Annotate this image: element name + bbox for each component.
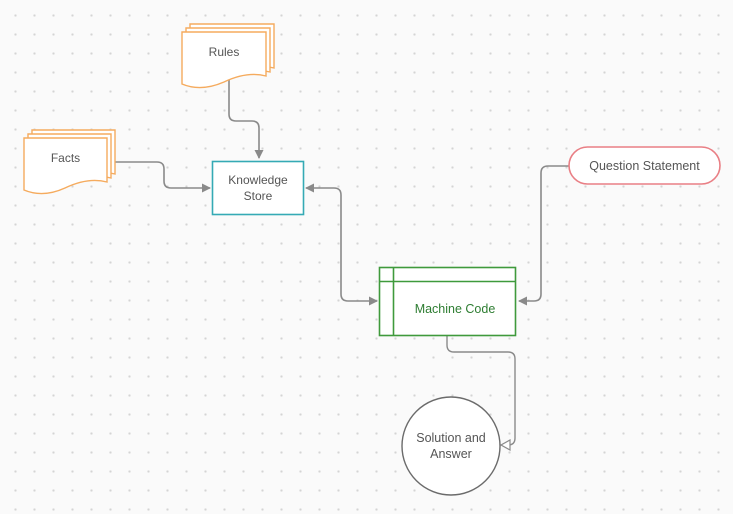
facts-document-node[interactable] xyxy=(23,129,116,195)
connector-machine-code-to-solution[interactable] xyxy=(446,336,516,445)
rules-label: Rules xyxy=(208,45,240,59)
solution-label: Solution and Answer xyxy=(416,431,486,461)
connector-question-to-machine-code[interactable] xyxy=(518,165,569,306)
machine-code-label: Machine Code xyxy=(414,302,496,316)
connector-facts-to-knowledge-store[interactable] xyxy=(115,161,211,193)
question-statement-label: Question Statement xyxy=(589,158,700,173)
knowledge-store-node[interactable] xyxy=(211,160,305,216)
solution-node[interactable] xyxy=(401,396,501,496)
machine-code-node[interactable] xyxy=(378,266,517,337)
connector-rules-to-knowledge-store[interactable] xyxy=(228,76,264,159)
knowledge-store-label: Knowledge Store xyxy=(228,173,288,203)
rules-document-node[interactable] xyxy=(181,23,275,89)
connector-knowledge-store-to-machine-code[interactable] xyxy=(305,183,378,306)
question-statement-node[interactable] xyxy=(568,146,721,185)
facts-label: Facts xyxy=(50,151,81,165)
